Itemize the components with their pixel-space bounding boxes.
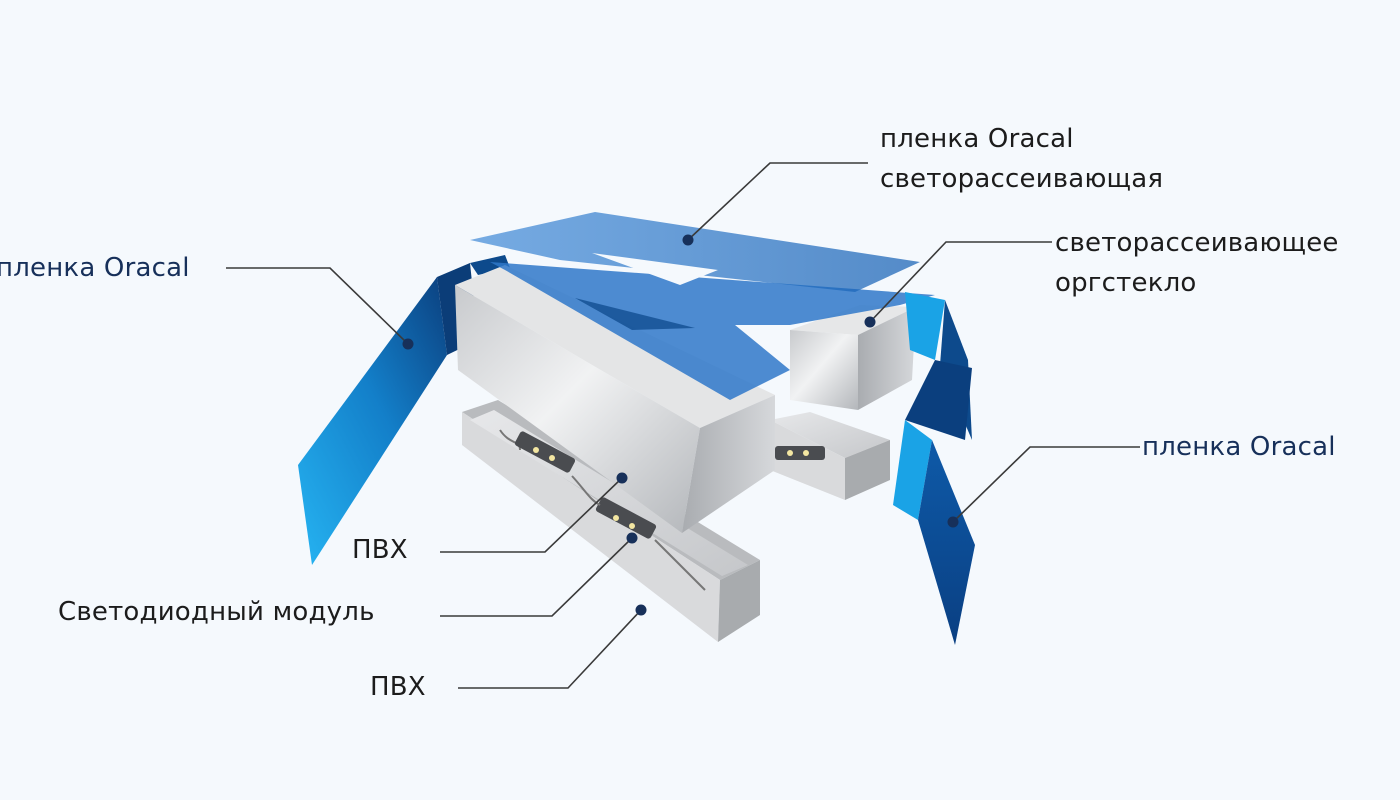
label-top-film-line1: пленка Oracal xyxy=(880,124,1074,154)
label-led-module: Светодиодный модуль xyxy=(58,597,375,627)
top-diffusing-film xyxy=(470,212,920,292)
label-pvc-lower: ПВХ xyxy=(370,672,426,702)
label-right-film: пленка Oracal xyxy=(1142,432,1336,462)
letter-body-main-block xyxy=(455,265,775,533)
label-acrylic-line1: светорассеивающее xyxy=(1055,228,1339,258)
right-side-film xyxy=(893,292,975,645)
leader-lines xyxy=(226,162,1140,689)
label-left-film: пленка Oracal xyxy=(0,253,190,283)
led-module-strip xyxy=(499,429,825,591)
acrylic-face xyxy=(490,262,935,400)
label-pvc-upper: ПВХ xyxy=(352,535,408,565)
leader-dots xyxy=(402,234,959,616)
label-top-film-line2: светорассеивающая xyxy=(880,164,1164,194)
letter-body-right-block xyxy=(790,305,916,410)
label-acrylic-line2: оргстекло xyxy=(1055,268,1197,298)
